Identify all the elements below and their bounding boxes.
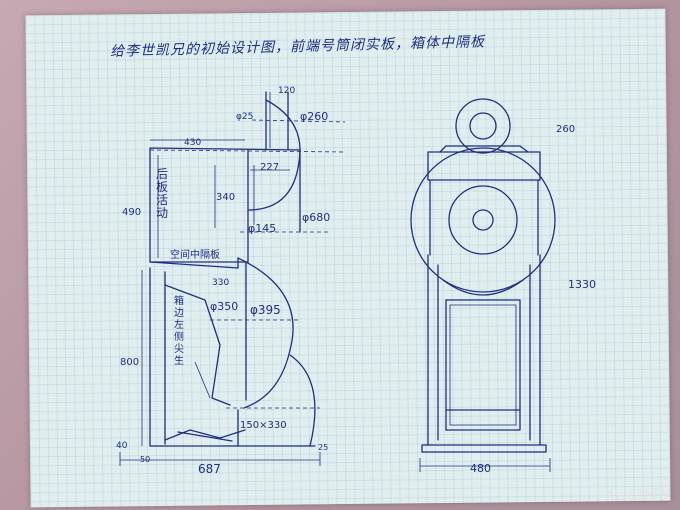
dim-480: 480 [470, 462, 491, 475]
dim-687: 687 [198, 462, 221, 476]
dim-120: 120 [278, 86, 296, 96]
front-lower-cabinet [421, 254, 547, 453]
front-mid-horn [410, 147, 556, 296]
dim-1330: 1330 [568, 278, 596, 291]
label-middle-partition: 空间中隔板 [170, 250, 220, 261]
side-dimension-lines [119, 139, 321, 466]
side-guide-lines [149, 119, 346, 409]
side-mid-horn [247, 149, 301, 263]
dim-150x330: 150×330 [240, 420, 287, 431]
dim-490: 490 [122, 207, 142, 218]
dim-50: 50 [140, 455, 151, 464]
dim-340: 340 [216, 192, 236, 203]
label-side-wall: 箱边左侧尖生 [174, 296, 184, 367]
dim-260: 260 [556, 124, 576, 135]
label-rear-board: 后板活动 [155, 167, 168, 220]
dim-330: 330 [212, 278, 230, 288]
dim-phi350: φ350 [210, 300, 239, 313]
dim-40: 40 [116, 441, 128, 451]
side-partition [149, 261, 239, 269]
dim-25: 25 [318, 443, 329, 452]
dim-phi395: φ395 [250, 303, 281, 317]
dim-phi680: φ680 [302, 211, 331, 224]
watermark: haoDIY [604, 486, 672, 506]
side-upper-box [149, 147, 301, 263]
front-tweeter [455, 98, 511, 154]
dim-430: 430 [184, 138, 202, 148]
dim-phi25: φ25 [236, 112, 254, 122]
dim-227: 227 [260, 162, 280, 173]
side-bass-horn [149, 257, 316, 447]
dim-phi260: φ260 [300, 110, 329, 123]
front-cabinet [427, 145, 541, 256]
dim-800: 800 [120, 357, 140, 368]
dim-phi145: φ145 [248, 222, 277, 235]
